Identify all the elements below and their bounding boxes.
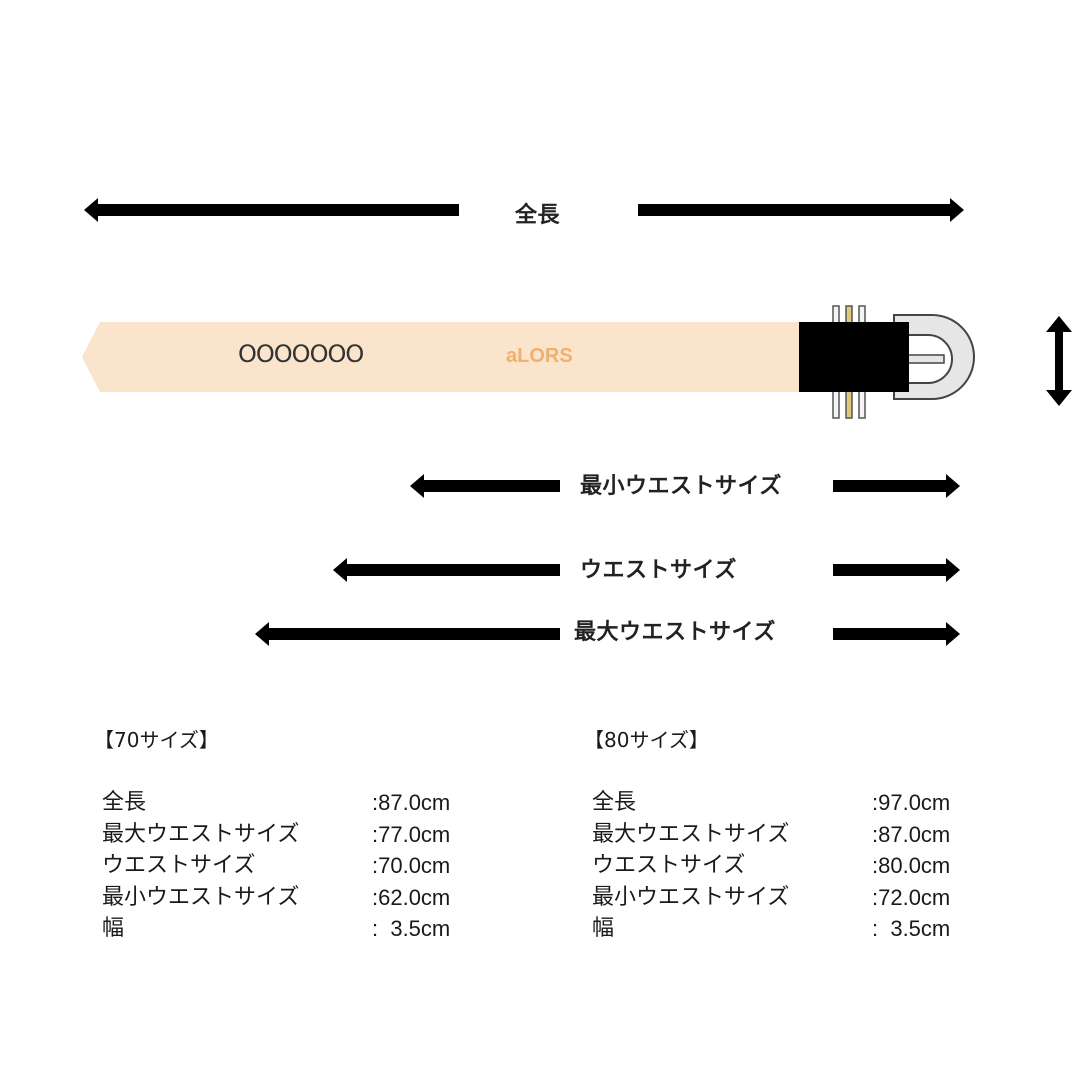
belt-holes: OOOOOOO [238,340,364,368]
buckle-icon [799,305,975,419]
spec-row: 幅: 3.5cm [102,916,451,941]
spec-row: ウエストサイズ:80.0cm [592,853,951,878]
max-waist-label: 最大ウエストサイズ [574,620,776,645]
waist-label: ウエストサイズ [580,558,737,583]
belt-strap [82,322,802,392]
arrow-right-head-icon [950,198,964,222]
spec-row: 最大ウエストサイズ:77.0cm [102,821,451,847]
spec-row: 全長:87.0cm [102,790,451,815]
arrow-left-head-icon [84,198,98,222]
min-waist-label: 最小ウエストサイズ [580,474,782,499]
size-80-title: 【80サイズ】 [584,728,709,752]
spec-row: 最小ウエストサイズ:72.0cm [592,884,951,910]
spec-row: 最大ウエストサイズ:87.0cm [592,821,951,847]
size-70-title: 【70サイズ】 [94,728,219,752]
spec-row: 全長:97.0cm [592,790,951,815]
size-80-spec: 【80サイズ】 全長:97.0cm 最大ウエストサイズ:87.0cm ウエストサ… [584,724,950,945]
size-70-spec: 【70サイズ】 全長:87.0cm 最大ウエストサイズ:77.0cm ウエストサ… [94,724,450,945]
spec-row: 最小ウエストサイズ:62.0cm [102,884,451,910]
spec-row: 幅: 3.5cm [592,916,951,941]
total-length-label: 全長 [515,203,561,228]
brand-logo: aLORS [506,345,573,367]
width-arrow-icon [1046,316,1072,406]
spec-row: ウエストサイズ:70.0cm [102,853,451,878]
